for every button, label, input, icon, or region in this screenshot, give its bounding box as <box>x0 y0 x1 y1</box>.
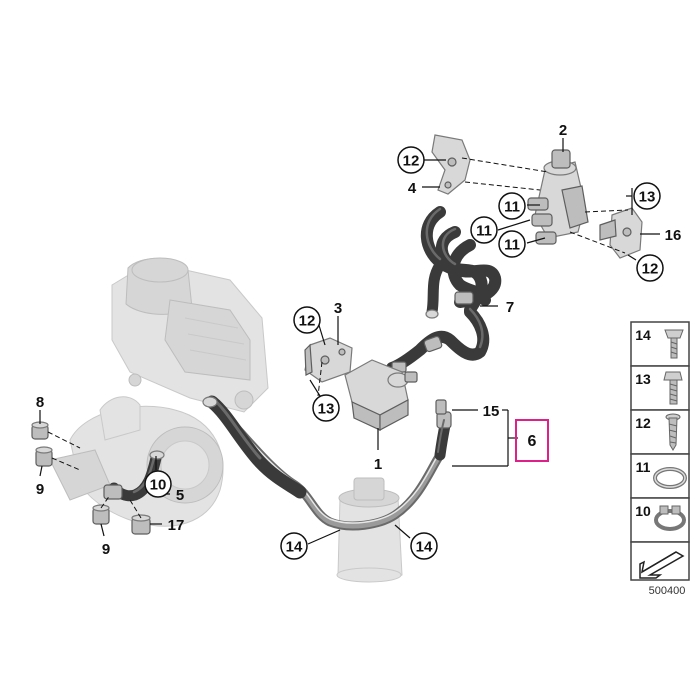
turbo-ghost <box>49 396 224 527</box>
legend-item-arrow <box>630 541 690 581</box>
svg-text:11: 11 <box>476 223 492 240</box>
bracket-part-4 <box>431 134 471 195</box>
callout-11-c: 11 <box>498 230 526 258</box>
legend-item-13: 13 <box>630 365 690 411</box>
callout-13-pump: 13 <box>312 394 340 422</box>
electric-water-pump <box>344 359 418 432</box>
svg-text:13: 13 <box>635 371 651 387</box>
hose-pump-feed <box>386 306 490 374</box>
hose-clamp-icon <box>653 467 687 489</box>
part-9-fitting-upper <box>35 446 53 467</box>
bracket-part-16 <box>599 207 643 259</box>
hex-bolt-icon <box>663 371 683 405</box>
svg-text:14: 14 <box>635 327 651 343</box>
svg-text:11: 11 <box>504 237 520 254</box>
label-3: 3 <box>334 300 342 317</box>
svg-text:10: 10 <box>635 503 651 519</box>
arrow-icon <box>639 551 685 579</box>
highlight-box-6: 6 <box>515 419 549 462</box>
label-4: 4 <box>408 180 417 197</box>
part-8-fitting <box>31 421 49 440</box>
hose-bundle-part-7 <box>420 206 502 319</box>
callout-11-b: 11 <box>470 216 498 244</box>
fastener-legend: 14 13 12 <box>630 321 690 581</box>
screw-icon <box>665 413 681 451</box>
svg-text:13: 13 <box>639 189 656 206</box>
turbo-hose-fitting <box>103 484 123 500</box>
label-15: 15 <box>483 403 500 420</box>
callout-12-pump: 12 <box>293 306 321 334</box>
plain-labels: 2 4 16 7 3 1 15 8 9 9 5 17 <box>36 122 682 558</box>
label-9-upper: 9 <box>36 481 44 498</box>
svg-text:10: 10 <box>150 477 167 494</box>
circled-callouts: 12 11 11 11 13 12 12 13 <box>144 146 664 560</box>
callout-14-right: 14 <box>410 532 438 560</box>
pump-bracket <box>304 337 353 383</box>
legend-item-12: 12 <box>630 409 690 455</box>
svg-text:12: 12 <box>635 415 651 431</box>
spring-clamp-icon <box>654 505 686 531</box>
legend-item-10: 10 <box>630 497 690 543</box>
label-9-lower: 9 <box>102 541 110 558</box>
svg-text:11: 11 <box>504 199 520 216</box>
egr-cooler-ghost <box>111 257 269 413</box>
label-17: 17 <box>168 517 185 534</box>
callout-13-right: 13 <box>633 182 661 210</box>
torx-bolt-icon <box>664 329 684 359</box>
label-5: 5 <box>176 487 184 504</box>
svg-text:6: 6 <box>528 433 537 450</box>
legend-item-11: 11 <box>630 453 690 499</box>
leader-lines <box>39 138 660 545</box>
hose-egr-lower <box>202 395 307 499</box>
label-8: 8 <box>36 394 44 411</box>
svg-text:11: 11 <box>636 459 651 475</box>
svg-text:12: 12 <box>642 261 659 278</box>
svg-text:12: 12 <box>403 153 420 170</box>
svg-text:13: 13 <box>318 401 335 418</box>
svg-text:14: 14 <box>416 539 433 556</box>
callout-10: 10 <box>144 470 172 498</box>
coolant-valve <box>527 149 589 245</box>
label-16: 16 <box>665 227 682 244</box>
callout-14-left: 14 <box>280 532 308 560</box>
label-2: 2 <box>559 122 567 139</box>
svg-text:14: 14 <box>286 539 303 556</box>
hose-part-15 <box>434 399 452 461</box>
legend-item-14: 14 <box>630 321 690 367</box>
svg-text:12: 12 <box>299 313 316 330</box>
diagram-code: 500400 <box>649 585 686 597</box>
callout-12-top-left: 12 <box>397 146 425 174</box>
callout-11-a: 11 <box>498 192 526 220</box>
label-7: 7 <box>506 299 514 316</box>
callout-12-right: 12 <box>636 254 664 282</box>
label-1: 1 <box>374 456 382 473</box>
